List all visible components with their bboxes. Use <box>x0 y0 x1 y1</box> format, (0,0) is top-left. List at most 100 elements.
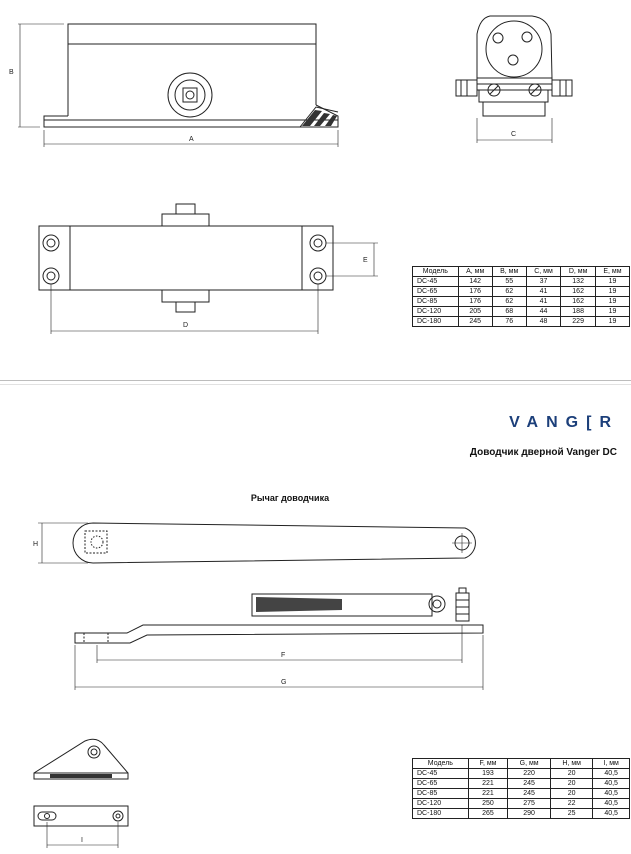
column-header: I, мм <box>592 758 630 769</box>
bracket-side-view <box>33 738 129 780</box>
table-cell: DC-120 <box>412 306 459 317</box>
column-header: E, мм <box>594 266 631 277</box>
table-cell: 41 <box>525 296 562 307</box>
lever-arm-top <box>72 522 476 564</box>
dimension-a <box>43 130 339 147</box>
column-header: C, мм <box>525 266 562 277</box>
table-cell: DC-120 <box>412 798 469 809</box>
table-cell: 275 <box>507 798 552 809</box>
table-cell: 132 <box>560 276 596 287</box>
table-cell: DC-65 <box>412 778 469 789</box>
lever-dimensions-table: Модель F, мм G, мм H, мм I, мм DC-45 193… <box>412 758 630 819</box>
table-cell: 62 <box>491 296 527 307</box>
table-cell: 19 <box>594 316 631 327</box>
dim-label-c: C <box>511 131 516 138</box>
dim-label-g: G <box>281 679 286 686</box>
table-cell: 55 <box>491 276 527 287</box>
table-cell: 188 <box>560 306 596 317</box>
table-row: DC-85 176 62 41 162 19 <box>412 296 631 307</box>
table-cell: 221 <box>467 788 509 799</box>
table-cell: 245 <box>507 788 552 799</box>
table-cell: 19 <box>594 286 631 297</box>
lever-section-title: Рычаг доводчика <box>250 493 330 503</box>
table-header-row: Модель F, мм G, мм H, мм I, мм <box>412 758 630 769</box>
table-cell: 20 <box>550 768 594 779</box>
table-cell: 245 <box>457 316 493 327</box>
dimension-d <box>50 284 319 334</box>
table-cell: 19 <box>594 276 631 287</box>
table-cell: 20 <box>550 788 594 799</box>
table-cell: DC-45 <box>412 768 469 779</box>
table-cell: 68 <box>491 306 527 317</box>
table-cell: 290 <box>507 808 552 819</box>
table-row: DC-120 250 275 22 40,5 <box>412 798 630 809</box>
table-cell: 20 <box>550 778 594 789</box>
table-cell: 220 <box>507 768 552 779</box>
bracket-bottom-view <box>33 805 129 827</box>
column-header: A, мм <box>457 266 493 277</box>
brand-bracket: [ <box>586 414 600 431</box>
column-header: Модель <box>412 758 469 769</box>
body-dimensions-table: Модель A, мм B, мм C, мм D, мм E, мм DC-… <box>412 266 631 327</box>
table-row: DC-45 193 220 20 40,5 <box>412 768 630 779</box>
table-cell: 62 <box>491 286 527 297</box>
table-header-row: Модель A, мм B, мм C, мм D, мм E, мм <box>412 266 631 277</box>
document-title: Доводчик дверной Vanger DC <box>469 447 617 458</box>
dimension-h <box>38 522 88 564</box>
table-cell: 19 <box>594 306 631 317</box>
table-cell: 229 <box>560 316 596 327</box>
table-cell: DC-180 <box>412 316 459 327</box>
table-cell: 44 <box>525 306 562 317</box>
table-cell: 22 <box>550 798 594 809</box>
table-row: DC-65 221 245 20 40,5 <box>412 778 630 789</box>
dim-label-a: A <box>189 136 194 143</box>
table-cell: 221 <box>467 778 509 789</box>
brand-text-right: R <box>599 414 619 431</box>
table-row: DC-120 205 68 44 188 19 <box>412 306 631 317</box>
table-cell: 205 <box>457 306 493 317</box>
table-cell: 162 <box>560 296 596 307</box>
table-cell: 193 <box>467 768 509 779</box>
table-cell: 40,5 <box>592 768 630 779</box>
column-header: H, мм <box>550 758 594 769</box>
table-row: DC-65 176 62 41 162 19 <box>412 286 631 297</box>
table-cell: DC-65 <box>412 286 459 297</box>
table-cell: DC-85 <box>412 788 469 799</box>
lever-arm-side <box>74 587 484 644</box>
table-row: DC-180 265 290 25 40,5 <box>412 808 630 819</box>
column-header: F, мм <box>467 758 509 769</box>
column-header: D, мм <box>560 266 596 277</box>
dimension-b <box>18 23 64 128</box>
dim-label-f: F <box>281 652 285 659</box>
table-row: DC-45 142 55 37 132 19 <box>412 276 631 287</box>
table-row: DC-85 221 245 20 40,5 <box>412 788 630 799</box>
table-cell: 25 <box>550 808 594 819</box>
table-cell: 245 <box>507 778 552 789</box>
brand-logo: VANG[R <box>509 414 619 432</box>
column-header: Модель <box>412 266 459 277</box>
closer-front-view <box>43 23 339 128</box>
dimension-c <box>476 118 553 143</box>
dim-label-h: H <box>33 541 38 548</box>
table-cell: 37 <box>525 276 562 287</box>
table-cell: 40,5 <box>592 808 630 819</box>
table-cell: 19 <box>594 296 631 307</box>
table-cell: 40,5 <box>592 778 630 789</box>
dimension-f <box>96 625 463 663</box>
table-cell: 76 <box>491 316 527 327</box>
table-cell: 40,5 <box>592 788 630 799</box>
closer-top-view <box>38 203 334 313</box>
table-cell: DC-180 <box>412 808 469 819</box>
dim-label-b: B <box>9 69 14 76</box>
table-cell: 176 <box>457 286 493 297</box>
page-divider-shadow <box>0 384 631 385</box>
dim-label-e: E <box>363 257 368 264</box>
table-cell: 40,5 <box>592 798 630 809</box>
table-row: DC-180 245 76 48 229 19 <box>412 316 631 327</box>
table-cell: DC-85 <box>412 296 459 307</box>
column-header: G, мм <box>507 758 552 769</box>
table-cell: 250 <box>467 798 509 809</box>
column-header: B, мм <box>491 266 527 277</box>
dimension-e <box>326 242 378 277</box>
